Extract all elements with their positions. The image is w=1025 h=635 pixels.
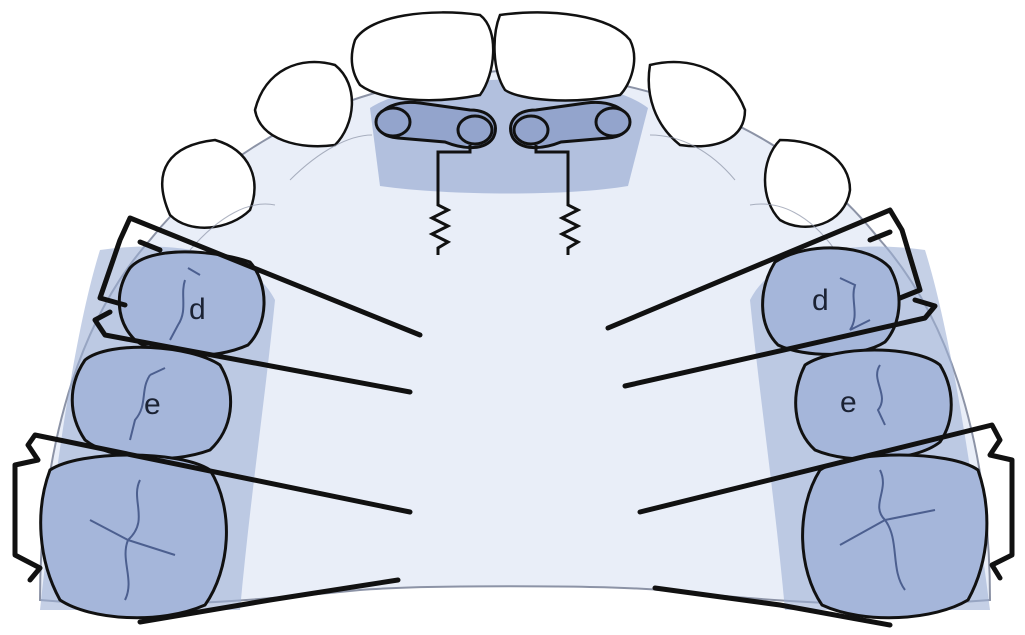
left-spring-coil xyxy=(376,108,410,136)
right-spring-coil xyxy=(514,116,548,144)
label-left-e: e xyxy=(144,388,161,421)
label-right-d: d xyxy=(812,284,829,317)
tooth-right-molar xyxy=(803,455,987,618)
left-spring-coil xyxy=(458,116,492,144)
front-tooth xyxy=(255,62,352,146)
front-tooth xyxy=(352,12,493,100)
front-tooth xyxy=(495,12,635,100)
front-tooth xyxy=(162,140,254,228)
label-right-e: e xyxy=(840,386,857,419)
right-spring-coil xyxy=(596,108,630,136)
front-tooth xyxy=(765,140,850,227)
tooth-left-molar xyxy=(41,455,227,618)
label-left-d: d xyxy=(189,293,206,326)
